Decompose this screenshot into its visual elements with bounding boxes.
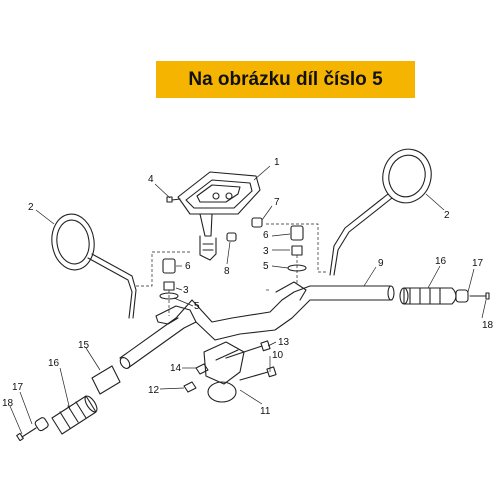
part-number-banner: Na obrázku díl číslo 5 xyxy=(156,61,415,98)
nut-14 xyxy=(195,363,209,375)
callout-10: 10 xyxy=(272,350,284,361)
lower-clamp xyxy=(203,341,245,403)
nut-12 xyxy=(183,381,197,393)
callout-2-left: 2 xyxy=(28,202,34,213)
leader-lines xyxy=(9,165,487,435)
bolt-10 xyxy=(239,366,277,381)
handlebar xyxy=(119,281,395,369)
callout-17-left: 17 xyxy=(12,382,24,393)
callout-18-left: 18 xyxy=(2,398,14,409)
assembly-guide xyxy=(136,251,190,287)
left-grip xyxy=(51,395,98,435)
callout-12: 12 xyxy=(148,385,160,396)
left-clamp-stack xyxy=(159,258,179,316)
callout-3-left: 3 xyxy=(183,285,189,296)
right-clamp-stack xyxy=(287,225,307,284)
callout-16-left: 16 xyxy=(48,358,60,369)
callout-4: 4 xyxy=(148,174,154,185)
callout-2-right: 2 xyxy=(444,210,450,221)
assembly-guide xyxy=(266,223,326,273)
left-bar-end xyxy=(16,417,49,442)
screw-4 xyxy=(166,196,181,203)
callout-3-right: 3 xyxy=(263,246,269,257)
callout-16-right: 16 xyxy=(435,256,447,267)
banner-text: Na obrázku díl číslo 5 xyxy=(188,68,383,90)
callout-5-left: 5 xyxy=(194,301,200,312)
instrument-cluster xyxy=(177,171,261,261)
right-mirror xyxy=(329,148,432,276)
callout-11: 11 xyxy=(260,406,271,417)
callout-8: 8 xyxy=(224,266,230,277)
left-sleeve xyxy=(91,365,121,395)
callout-9: 9 xyxy=(378,258,384,269)
callout-6-left: 6 xyxy=(185,261,191,272)
callout-14: 14 xyxy=(170,363,182,374)
callout-7: 7 xyxy=(274,197,280,208)
callout-17-right: 17 xyxy=(472,258,484,269)
callout-1: 1 xyxy=(274,157,280,168)
callout-18-right: 18 xyxy=(482,320,494,331)
right-grip xyxy=(399,287,457,305)
right-bar-end xyxy=(455,289,490,303)
callout-6-right: 6 xyxy=(263,230,269,241)
callout-5-right: 5 xyxy=(263,261,269,272)
callout-15: 15 xyxy=(78,340,90,351)
callout-13: 13 xyxy=(278,337,290,348)
grommet-7 xyxy=(226,217,263,242)
bolt-13 xyxy=(225,340,271,359)
left-mirror xyxy=(51,213,137,319)
